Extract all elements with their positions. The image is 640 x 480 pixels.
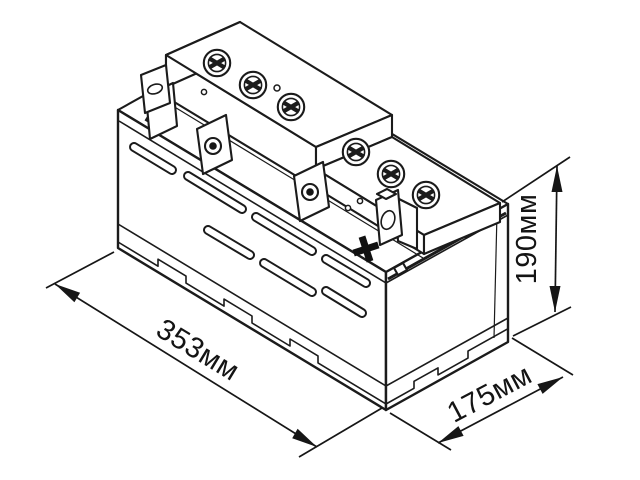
height-dimension-label: 190мм bbox=[511, 194, 543, 285]
vent-plugs bbox=[202, 48, 441, 210]
positive-terminal-mark bbox=[352, 235, 380, 263]
clamp-bracket bbox=[195, 113, 234, 176]
vent-plug-icon bbox=[202, 48, 232, 78]
lid-right-end-face bbox=[422, 201, 502, 256]
front-slots-row2 bbox=[203, 225, 367, 318]
arrowhead-icon bbox=[549, 286, 561, 312]
vent-plug-icon bbox=[411, 180, 441, 210]
terminal-hole-icon bbox=[146, 83, 164, 95]
arrowhead-icon bbox=[292, 428, 317, 447]
clamp-bracket bbox=[292, 160, 331, 223]
terminal-tab bbox=[375, 187, 398, 201]
vent-nub-icon bbox=[200, 88, 208, 96]
vent-plug-icon bbox=[276, 92, 306, 122]
terminal-bracket-left bbox=[139, 63, 179, 141]
right-face-edge-line bbox=[493, 212, 498, 339]
dimension-height: 190мм bbox=[501, 156, 572, 337]
base-ledge-notched-right bbox=[385, 328, 509, 405]
arrowhead-icon bbox=[438, 426, 464, 443]
base-seam-line bbox=[117, 223, 509, 387]
dimension-line bbox=[54, 283, 318, 448]
rim-tab-icon bbox=[392, 261, 409, 277]
extension-line bbox=[298, 407, 383, 458]
terminal-bracket-right bbox=[374, 187, 419, 251]
vent-plug-icon bbox=[341, 137, 371, 167]
extension-line bbox=[45, 251, 115, 289]
vent-nub-icon bbox=[273, 84, 281, 92]
arrowhead-icon bbox=[551, 166, 563, 192]
extension-line bbox=[511, 337, 574, 376]
vent-plug-icon bbox=[376, 159, 406, 189]
base-ledge-notched-front bbox=[117, 241, 387, 405]
arrowhead-icon bbox=[537, 377, 563, 394]
vent-nub-icon bbox=[344, 204, 352, 212]
vent-nub-icon bbox=[356, 197, 364, 205]
terminal-plate bbox=[139, 63, 172, 115]
front-slots-row1 bbox=[129, 142, 371, 288]
terminal-hole-icon bbox=[380, 209, 396, 231]
extension-line bbox=[512, 306, 572, 337]
extension-line bbox=[501, 156, 571, 203]
arrowhead-icon bbox=[55, 284, 81, 303]
vent-plug-icon bbox=[238, 70, 268, 100]
length-dimension-label: 353мм bbox=[151, 313, 245, 387]
hold-down-clamps bbox=[195, 113, 331, 223]
extension-line bbox=[389, 412, 452, 451]
